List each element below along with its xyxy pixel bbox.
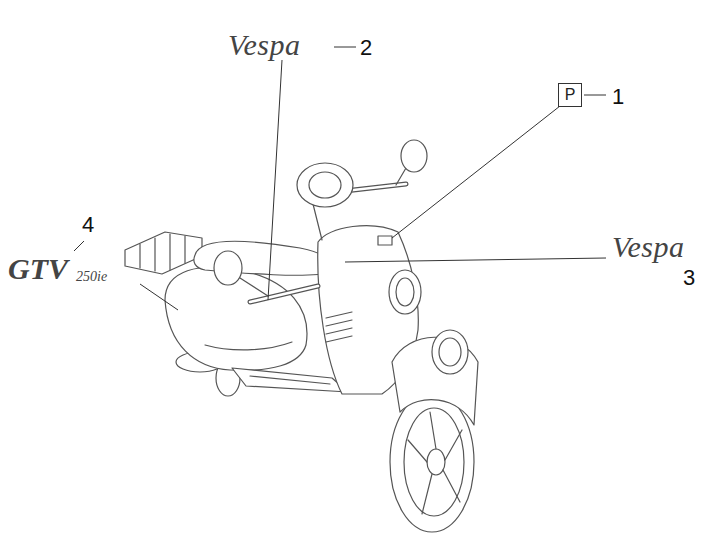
decal-badge: P [558, 83, 582, 107]
headset [297, 163, 353, 207]
model-decal: GTV [8, 252, 68, 287]
floor-strip [250, 376, 330, 384]
callout-number: 4 [82, 212, 94, 237]
model-decal: 250ie [76, 269, 107, 285]
cowl-line [205, 342, 292, 350]
front-hub [427, 449, 445, 475]
front-tyre [390, 392, 474, 532]
leader-line [392, 106, 560, 238]
leader-line [584, 95, 606, 96]
rear-rack [125, 232, 202, 274]
shield-vents [326, 312, 352, 342]
wheel-spokes [408, 412, 462, 514]
front-rim [404, 408, 464, 516]
fender-light [432, 330, 468, 374]
callout-number: 2 [360, 35, 372, 60]
headset-light [309, 172, 341, 198]
callout-number: 3 [683, 265, 695, 290]
rack-bars [140, 234, 185, 271]
badge-letter: P [565, 87, 576, 103]
right-mirror [401, 140, 427, 172]
leader-line [140, 284, 178, 310]
leader-line [334, 47, 356, 48]
leader-line [74, 241, 84, 251]
horn-grille [389, 270, 421, 314]
decal-logo: Vespa [228, 28, 301, 63]
decal-logo: Vespa [612, 230, 685, 265]
horn-grille-inner [396, 278, 414, 306]
floorboard [232, 368, 348, 392]
left-mirror [214, 251, 242, 285]
callout-number: 1 [612, 84, 624, 109]
fender-light-lens [439, 338, 461, 366]
leader-line [268, 60, 282, 300]
leader-line [345, 258, 606, 262]
shield-badge [378, 236, 392, 245]
mirror-stems [240, 168, 406, 296]
